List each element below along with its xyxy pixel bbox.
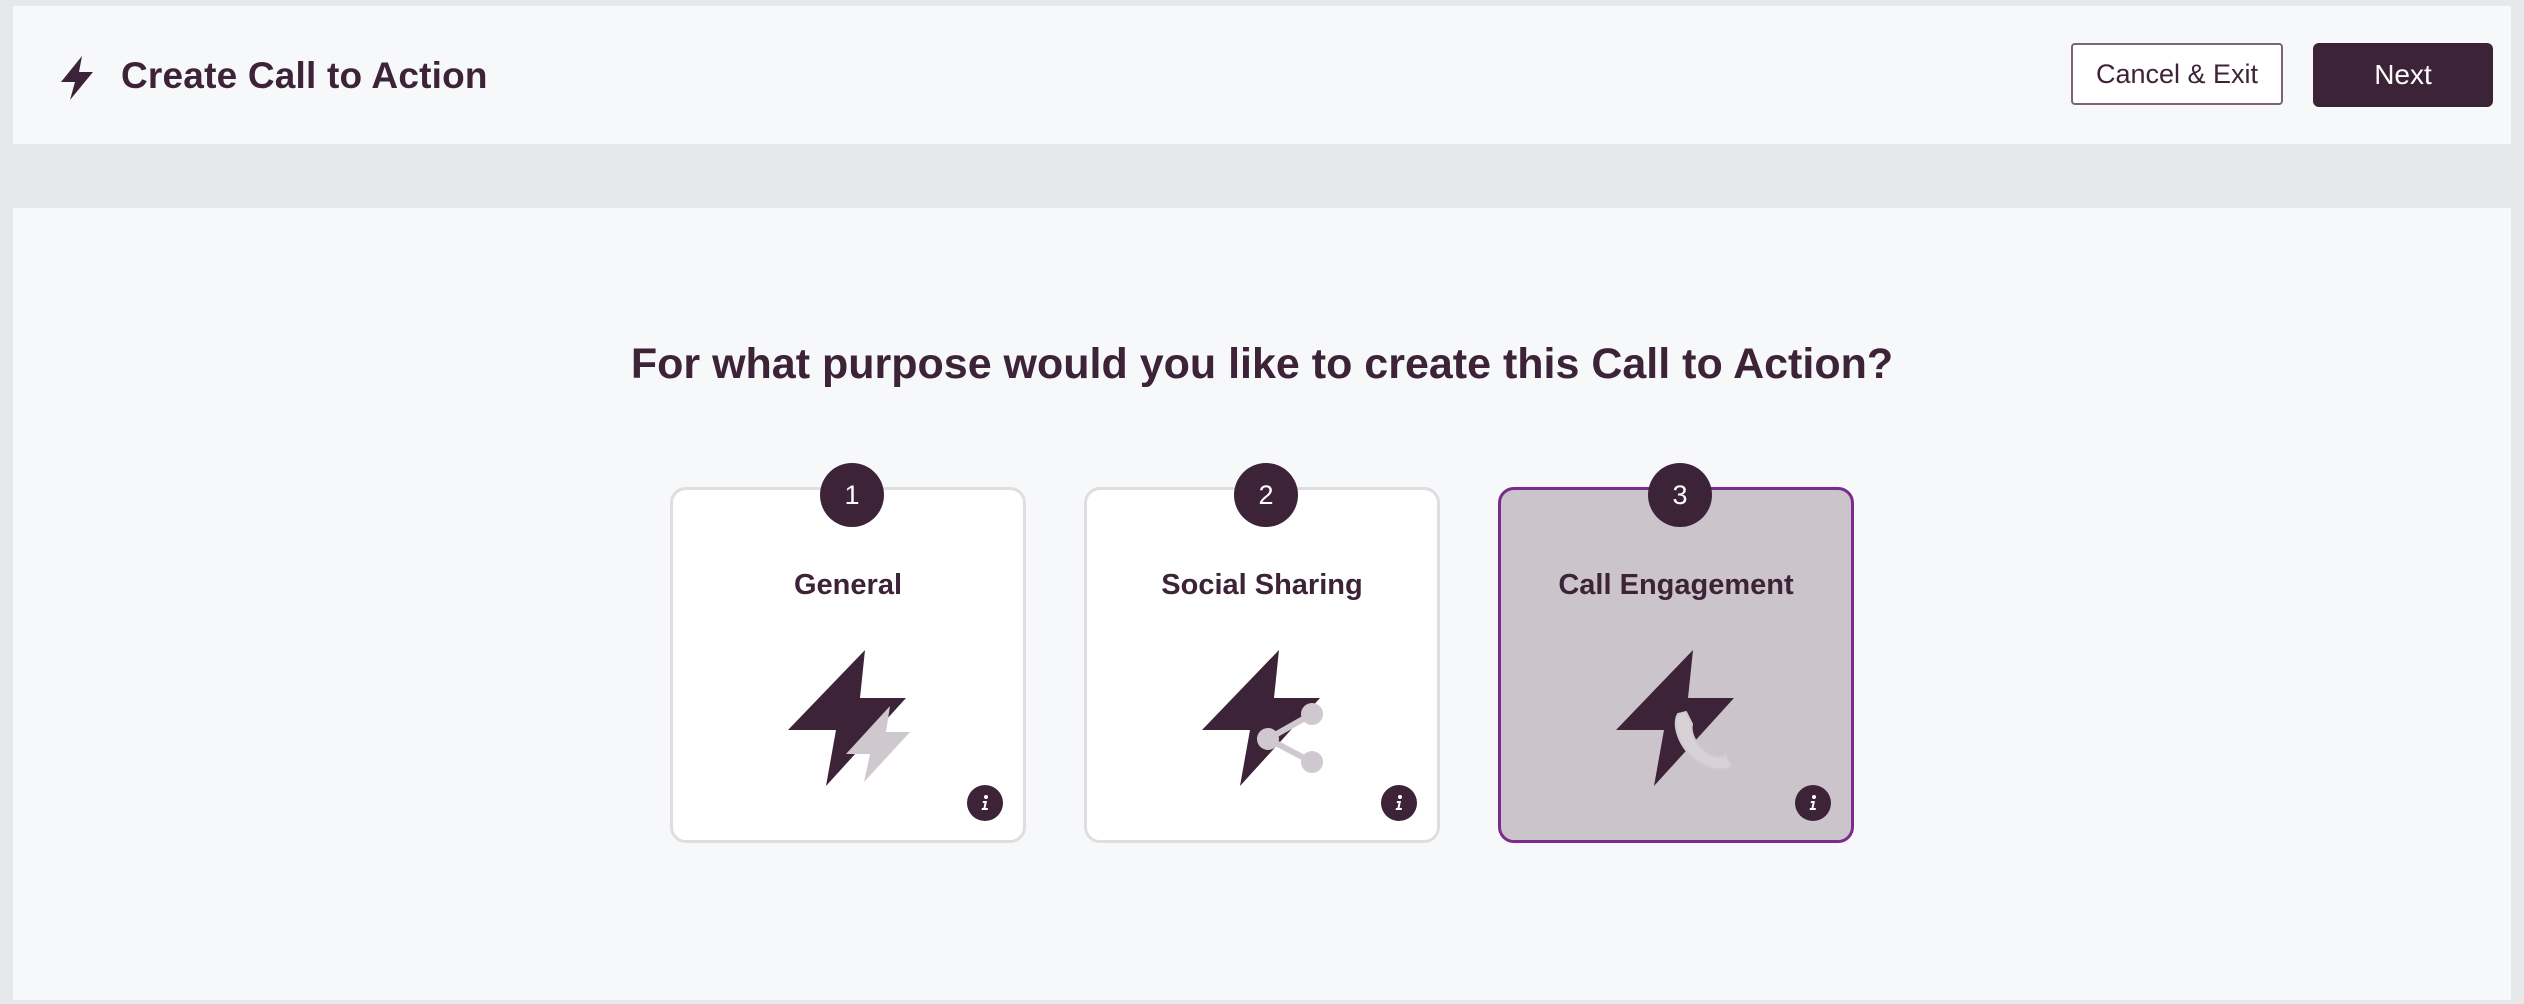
info-icon[interactable] <box>967 785 1003 821</box>
info-icon[interactable] <box>1381 785 1417 821</box>
card-number-badge: 1 <box>820 463 884 527</box>
purpose-question: For what purpose would you like to creat… <box>630 340 1894 388</box>
page-title: Create Call to Action <box>121 55 488 96</box>
bolt-phone-icon <box>1616 650 1734 786</box>
card-number-badge: 2 <box>1234 463 1298 527</box>
info-icon[interactable] <box>1795 785 1831 821</box>
card-label: Social Sharing <box>1161 569 1363 601</box>
card-social-sharing[interactable]: 2 Social Sharing <box>1084 463 1440 843</box>
main-panel: For what purpose would you like to creat… <box>13 208 2511 1000</box>
next-button[interactable]: Next <box>2313 43 2493 107</box>
bolt-share-icon <box>1202 650 1323 786</box>
card-number-badge: 3 <box>1648 463 1712 527</box>
card-general[interactable]: 1 General <box>670 463 1026 843</box>
card-label: General <box>794 569 902 601</box>
cancel-exit-button[interactable]: Cancel & Exit <box>2071 43 2283 105</box>
bolt-icon <box>788 650 910 786</box>
card-label: Call Engagement <box>1558 569 1794 601</box>
bolt-icon <box>61 56 93 100</box>
header-bar: Create Call to Action Cancel & Exit Next <box>13 6 2511 144</box>
card-call-engagement[interactable]: 3 Call Engagement <box>1498 463 1854 843</box>
